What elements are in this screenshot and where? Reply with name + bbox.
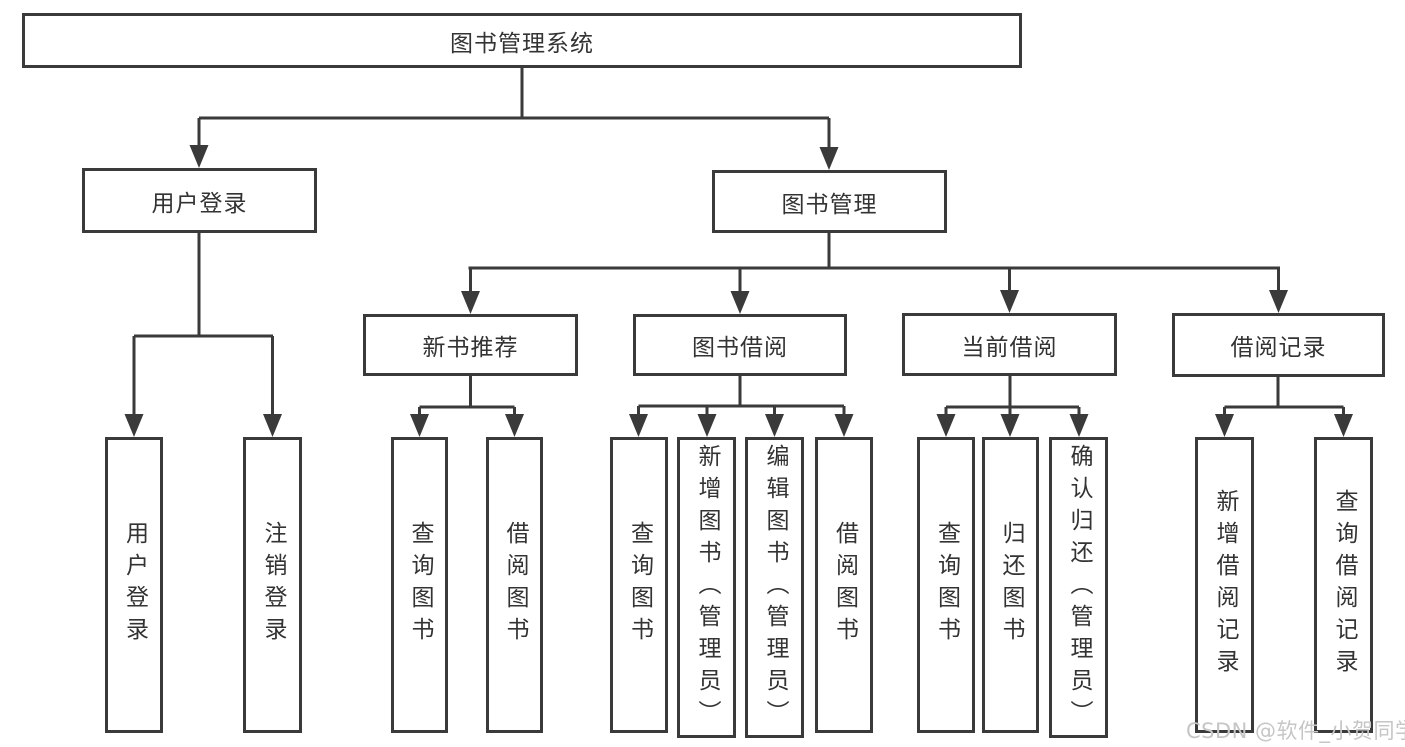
leaf-bb-query-books: 查询图书 — [610, 437, 668, 733]
node-label: 图书管理系统 — [450, 30, 594, 57]
leaf-label: 查询图书 — [407, 521, 433, 649]
node-label: 图书借阅 — [692, 335, 788, 361]
leaf-label: 归还图书 — [998, 521, 1024, 649]
csdn-watermark: CSDN @软件_小贺同学 — [1186, 719, 1405, 743]
node-current-borrowing: 当前借阅 — [902, 313, 1117, 376]
node-label: 新书推荐 — [422, 335, 519, 361]
leaf-label: 确认归还（管理员） — [1066, 443, 1092, 732]
node-borrowing-records: 借阅记录 — [1172, 313, 1385, 377]
leaf-logout: 注销登录 — [243, 437, 302, 733]
leaf-br-query-record: 查询借阅记录 — [1314, 437, 1373, 733]
node-label: 借阅记录 — [1230, 335, 1327, 361]
leaf-bb-borrow-books: 借阅图书 — [815, 437, 873, 733]
leaf-nb-query-books: 查询图书 — [391, 437, 448, 733]
leaf-cb-return-books: 归还图书 — [982, 437, 1039, 733]
leaf-label: 借阅图书 — [831, 521, 858, 649]
node-label: 图书管理 — [781, 191, 878, 218]
node-book-borrowing: 图书借阅 — [633, 314, 847, 376]
node-user-login: 用户登录 — [82, 168, 317, 233]
leaf-br-add-record: 新增借阅记录 — [1195, 437, 1254, 733]
leaf-bb-edit-books-admin: 编辑图书（管理员） — [745, 437, 804, 738]
leaf-label: 新增借阅记录 — [1212, 489, 1238, 681]
node-book-management: 图书管理 — [712, 170, 947, 233]
leaf-label: 查询图书 — [626, 521, 653, 649]
leaf-bb-add-books-admin: 新增图书（管理员） — [677, 437, 736, 738]
node-label: 用户登录 — [151, 190, 248, 217]
leaf-label: 借阅图书 — [502, 521, 528, 649]
node-book-management-system: 图书管理系统 — [22, 13, 1022, 68]
node-label: 当前借阅 — [961, 334, 1058, 361]
leaf-label: 注销登录 — [260, 521, 286, 649]
leaf-label: 编辑图书（管理员） — [762, 443, 788, 732]
leaf-cb-confirm-return-admin: 确认归还（管理员） — [1049, 437, 1108, 738]
leaf-label: 查询图书 — [933, 521, 960, 649]
leaf-label: 新增图书（管理员） — [694, 443, 720, 732]
leaf-label: 用户登录 — [121, 521, 148, 649]
leaf-label: 查询借阅记录 — [1331, 489, 1357, 681]
leaf-cb-query-books: 查询图书 — [917, 437, 975, 733]
node-new-book-recommendation: 新书推荐 — [363, 314, 578, 376]
leaf-nb-borrow-books: 借阅图书 — [486, 437, 543, 733]
leaf-user-login: 用户登录 — [105, 437, 163, 733]
